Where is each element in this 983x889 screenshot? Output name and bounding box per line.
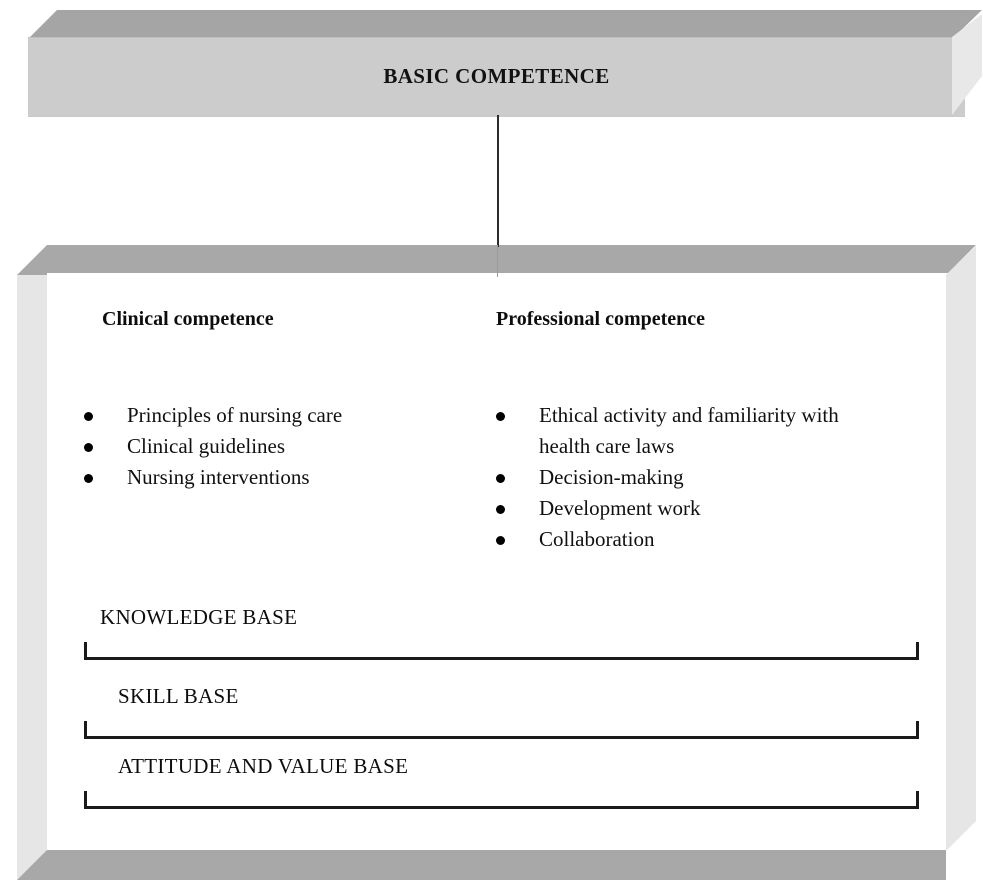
- list-item: Principles of nursing care: [82, 400, 472, 431]
- list-item: Decision-making: [494, 462, 894, 493]
- list-item-label: Collaboration: [539, 527, 655, 551]
- list-item: Nursing interventions: [82, 462, 472, 493]
- list-item: Development work: [494, 493, 894, 524]
- connector-line-overlap: [497, 245, 498, 277]
- bottom-box-front-face: [47, 273, 948, 851]
- bottom-box-right-face: [946, 246, 976, 851]
- basic-competence-box: BASIC COMPETENCE: [0, 0, 983, 125]
- bullet-dot-icon: [84, 474, 93, 483]
- base-label-knowledge: KNOWLEDGE BASE: [100, 605, 298, 629]
- base-label-attitude: ATTITUDE AND VALUE BASE: [118, 754, 409, 778]
- bullet-list-professional: Ethical activity and familiarity with he…: [494, 400, 894, 555]
- connector-line: [497, 115, 499, 247]
- column-heading-clinical: Clinical competence: [102, 308, 274, 330]
- list-item-label: Ethical activity and familiarity with he…: [539, 403, 839, 458]
- column-heading-professional: Professional competence: [496, 308, 706, 330]
- top-box-top-face: [28, 10, 982, 39]
- list-item-label: Principles of nursing care: [127, 403, 343, 427]
- bullet-dot-icon: [496, 505, 505, 514]
- bullet-dot-icon: [84, 443, 93, 452]
- bullet-dot-icon: [496, 536, 505, 545]
- list-item-label: Nursing interventions: [127, 465, 310, 489]
- bottom-box-top-face: [17, 245, 976, 275]
- list-item-label: Clinical guidelines: [127, 434, 286, 458]
- base-bracket-knowledge: [84, 642, 919, 660]
- list-item: Collaboration: [494, 524, 894, 555]
- competence-detail-box: [0, 240, 983, 889]
- bullet-dot-icon: [496, 474, 505, 483]
- bullet-dot-icon: [496, 412, 505, 421]
- list-item: Ethical activity and familiarity with he…: [494, 400, 894, 462]
- bullet-list-clinical: Principles of nursing care Clinical guid…: [82, 400, 472, 493]
- bottom-box-bottom-face: [17, 850, 946, 880]
- top-box-side-face: [952, 14, 982, 115]
- base-label-skill: SKILL BASE: [118, 684, 239, 708]
- list-item-label: Development work: [539, 496, 701, 520]
- base-bracket-skill: [84, 721, 919, 739]
- list-item: Clinical guidelines: [82, 431, 472, 462]
- bullet-dot-icon: [84, 412, 93, 421]
- bottom-box-left-face: [17, 275, 48, 880]
- page-title: BASIC COMPETENCE: [383, 63, 610, 88]
- diagram-content: Clinical competence Professional compete…: [0, 240, 983, 889]
- base-bracket-attitude: [84, 791, 919, 809]
- list-item-label: Decision-making: [539, 465, 684, 489]
- top-box-front-face: [28, 37, 965, 117]
